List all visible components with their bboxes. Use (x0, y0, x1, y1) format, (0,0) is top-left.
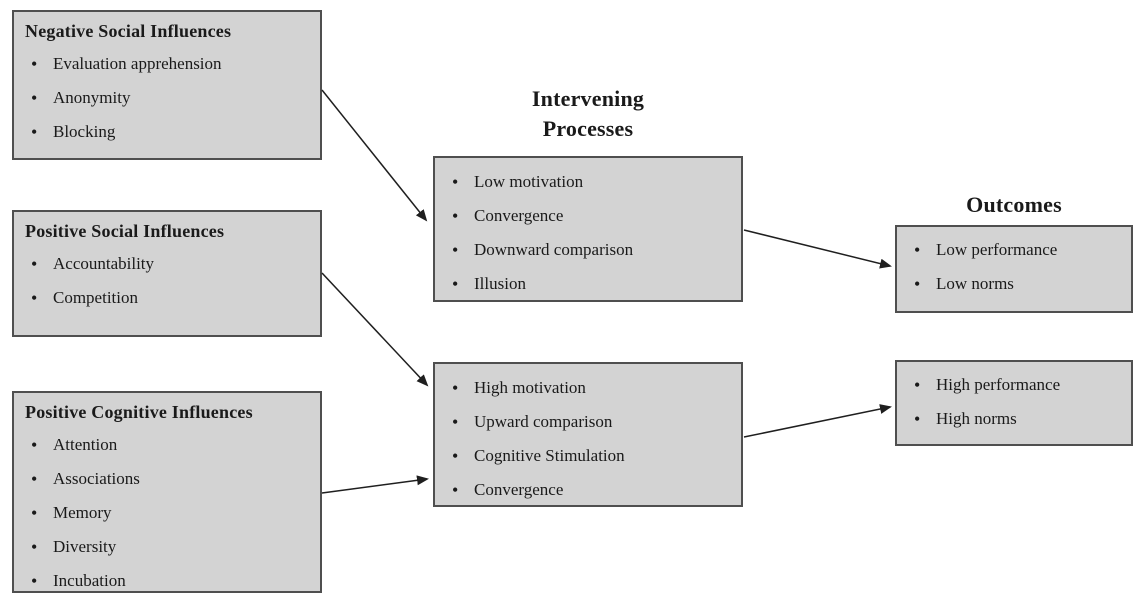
list-item: Low norms (908, 267, 1121, 301)
list-item: Incubation (25, 564, 310, 598)
positive-cognitive-influences-title: Positive Cognitive Influences (25, 402, 253, 422)
outcomes-positive-list: High performance High norms (908, 368, 1121, 436)
list-item: Low performance (908, 233, 1121, 267)
outcomes-positive-box: High performance High norms (895, 360, 1133, 446)
arrow-positive-cognitive-to-intervening-positive (321, 475, 429, 494)
list-item: Evaluation apprehension (25, 47, 310, 81)
outcomes-negative-list: Low performance Low norms (908, 233, 1121, 301)
arrow-negative-social-to-intervening-negative (321, 89, 428, 222)
positive-cognitive-influences-list: Attention Associations Memory Diversity … (25, 428, 310, 598)
intervening-processes-heading: Intervening Processes (433, 84, 743, 144)
list-item: High performance (908, 368, 1121, 402)
list-item: Competition (25, 281, 310, 315)
positive-cognitive-influences-box: Positive Cognitive Influences Attention … (12, 391, 322, 598)
intervening-processes-heading-text: Intervening Processes (531, 86, 645, 141)
list-item: Convergence (446, 473, 731, 507)
list-item: Memory (25, 496, 310, 530)
outcomes-negative-box: Low performance Low norms (895, 225, 1133, 313)
negative-social-influences-box: Negative Social Influences Evaluation ap… (12, 10, 322, 160)
arrow-intervening-negative-to-outcomes-negative (743, 229, 892, 269)
list-item: Cognitive Stimulation (446, 439, 731, 473)
arrow-intervening-positive-to-outcomes-positive (743, 404, 892, 438)
list-item: Attention (25, 428, 310, 462)
negative-social-influences-list: Evaluation apprehension Anonymity Blocki… (25, 47, 310, 149)
list-item: Anonymity (25, 81, 310, 115)
negative-social-influences-title: Negative Social Influences (25, 21, 232, 41)
outcomes-heading: Outcomes (895, 190, 1133, 220)
intervening-positive-list: High motivation Upward comparison Cognit… (446, 371, 731, 507)
list-item: Low motivation (446, 165, 731, 199)
positive-social-influences-title: Positive Social Influences (25, 221, 225, 241)
list-item: Blocking (25, 115, 310, 149)
intervening-positive-box: High motivation Upward comparison Cognit… (433, 362, 743, 507)
arrow-positive-social-to-intervening-positive (321, 272, 429, 387)
outcomes-heading-text: Outcomes (966, 192, 1062, 217)
list-item: High motivation (446, 371, 731, 405)
positive-social-influences-box: Positive Social Influences Accountabilit… (12, 210, 322, 337)
positive-social-influences-list: Accountability Competition (25, 247, 310, 315)
list-item: High norms (908, 402, 1121, 436)
list-item: Associations (25, 462, 310, 496)
intervening-negative-list: Low motivation Convergence Downward comp… (446, 165, 731, 301)
list-item: Downward comparison (446, 233, 731, 267)
list-item: Upward comparison (446, 405, 731, 439)
list-item: Convergence (446, 199, 731, 233)
list-item: Diversity (25, 530, 310, 564)
list-item: Illusion (446, 267, 731, 301)
list-item: Accountability (25, 247, 310, 281)
intervening-negative-box: Low motivation Convergence Downward comp… (433, 156, 743, 302)
